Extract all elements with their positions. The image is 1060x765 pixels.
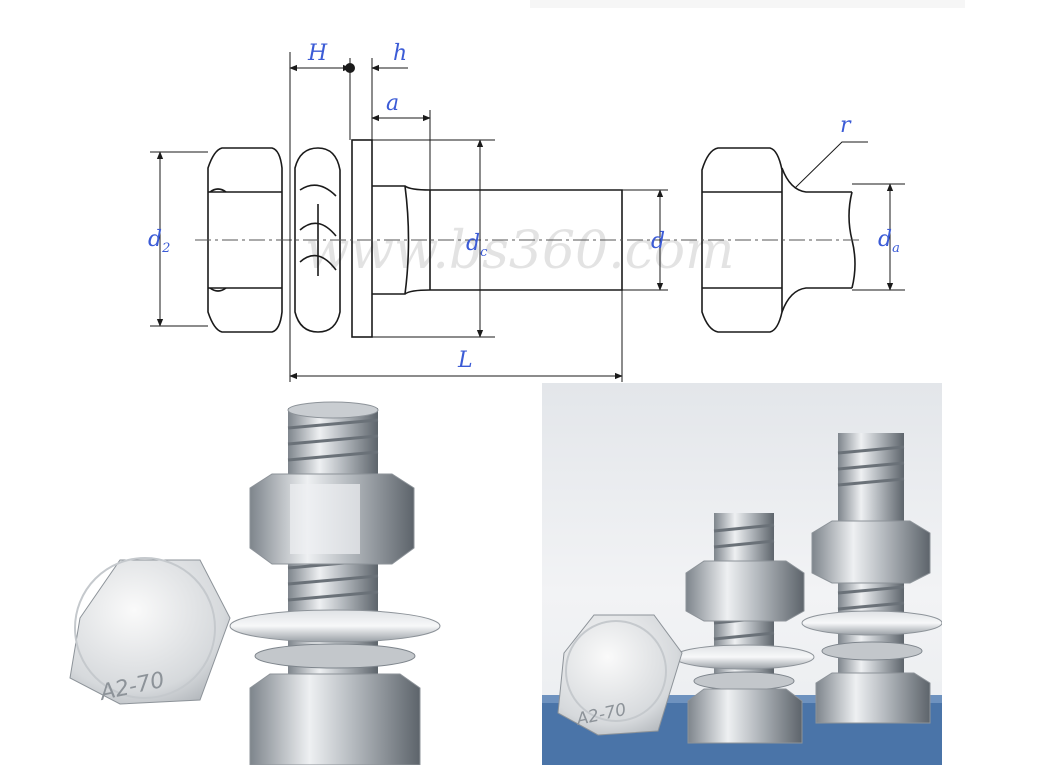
flat-washer	[229, 609, 441, 643]
short-bolt-bottom-nut	[687, 688, 803, 744]
top-faint-band	[530, 0, 965, 8]
label-d: d	[651, 229, 665, 254]
reference-dot	[345, 63, 355, 73]
spring-washer	[254, 643, 416, 669]
lying-bolt-head	[69, 559, 231, 705]
watermark: www.bs360.com	[305, 221, 734, 281]
tall-bolt-bottom-nut	[815, 672, 931, 724]
bolt-assembly-side-view	[207, 139, 856, 338]
label-da: da	[878, 227, 900, 256]
flat-washer	[351, 139, 373, 338]
label-r: r	[840, 113, 852, 138]
label-dc: dc	[466, 231, 488, 260]
label-L: L	[457, 348, 473, 373]
spring-washer	[294, 147, 341, 333]
hex-head	[207, 147, 283, 333]
lying-bolt-head-right	[557, 614, 683, 736]
short-bolt-nut	[685, 560, 805, 622]
product-photo-left: A2-70	[40, 388, 510, 765]
tall-bolt-washer	[801, 610, 942, 636]
label-H: H	[307, 41, 328, 66]
bottom-nut	[249, 673, 421, 765]
tall-bolt-nut	[811, 520, 931, 584]
product-photo-right: A2-70	[542, 383, 942, 765]
label-h: h	[393, 41, 407, 66]
technical-drawing: www.bs360.com	[148, 41, 905, 382]
short-bolt-washer	[673, 644, 815, 670]
label-d2: d2	[148, 227, 170, 256]
label-a: a	[386, 91, 399, 116]
